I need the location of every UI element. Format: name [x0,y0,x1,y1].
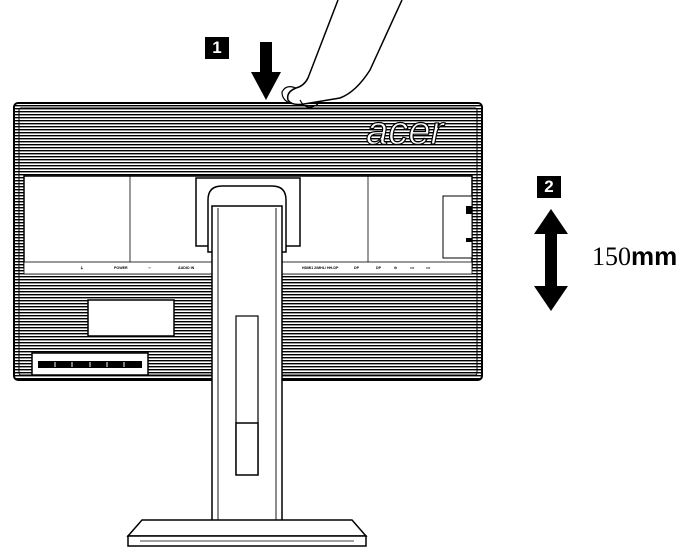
height-range-label: 150mm [592,241,677,272]
port-label-dp-in: DP [354,266,360,270]
press-down-arrow-icon [251,42,281,100]
hand-icon [281,0,403,108]
acer-logo: acer [366,109,445,153]
port-label-ground: ⏚ [80,265,84,270]
port-label-audio-in: AUDIO IN [178,266,195,270]
port-label-usb-2: •⇨ [426,266,431,270]
height-range-value: 150 [592,242,631,271]
height-adjust-arrow-icon [534,209,568,311]
port-labels: ⏚ POWER ∼ AUDIO IN HDMI1 2/MHL/ HH-DP DP… [80,265,431,270]
port-label-usb-hub: ⊖ [394,266,398,270]
port-label-usb-1: •⇨ [410,266,415,270]
step-1-badge: 1 [205,37,229,59]
port-label-power: POWER [114,266,128,270]
port-label-dp-out: DP [376,266,382,270]
step-2-badge: 2 [537,176,561,198]
height-range-unit: mm [631,241,678,271]
monitor-stand [126,177,368,547]
port-label-ac: ∼ [148,266,151,270]
port-label-hdmi: HDMI1 2/MHL/ HH-DP [302,266,339,270]
